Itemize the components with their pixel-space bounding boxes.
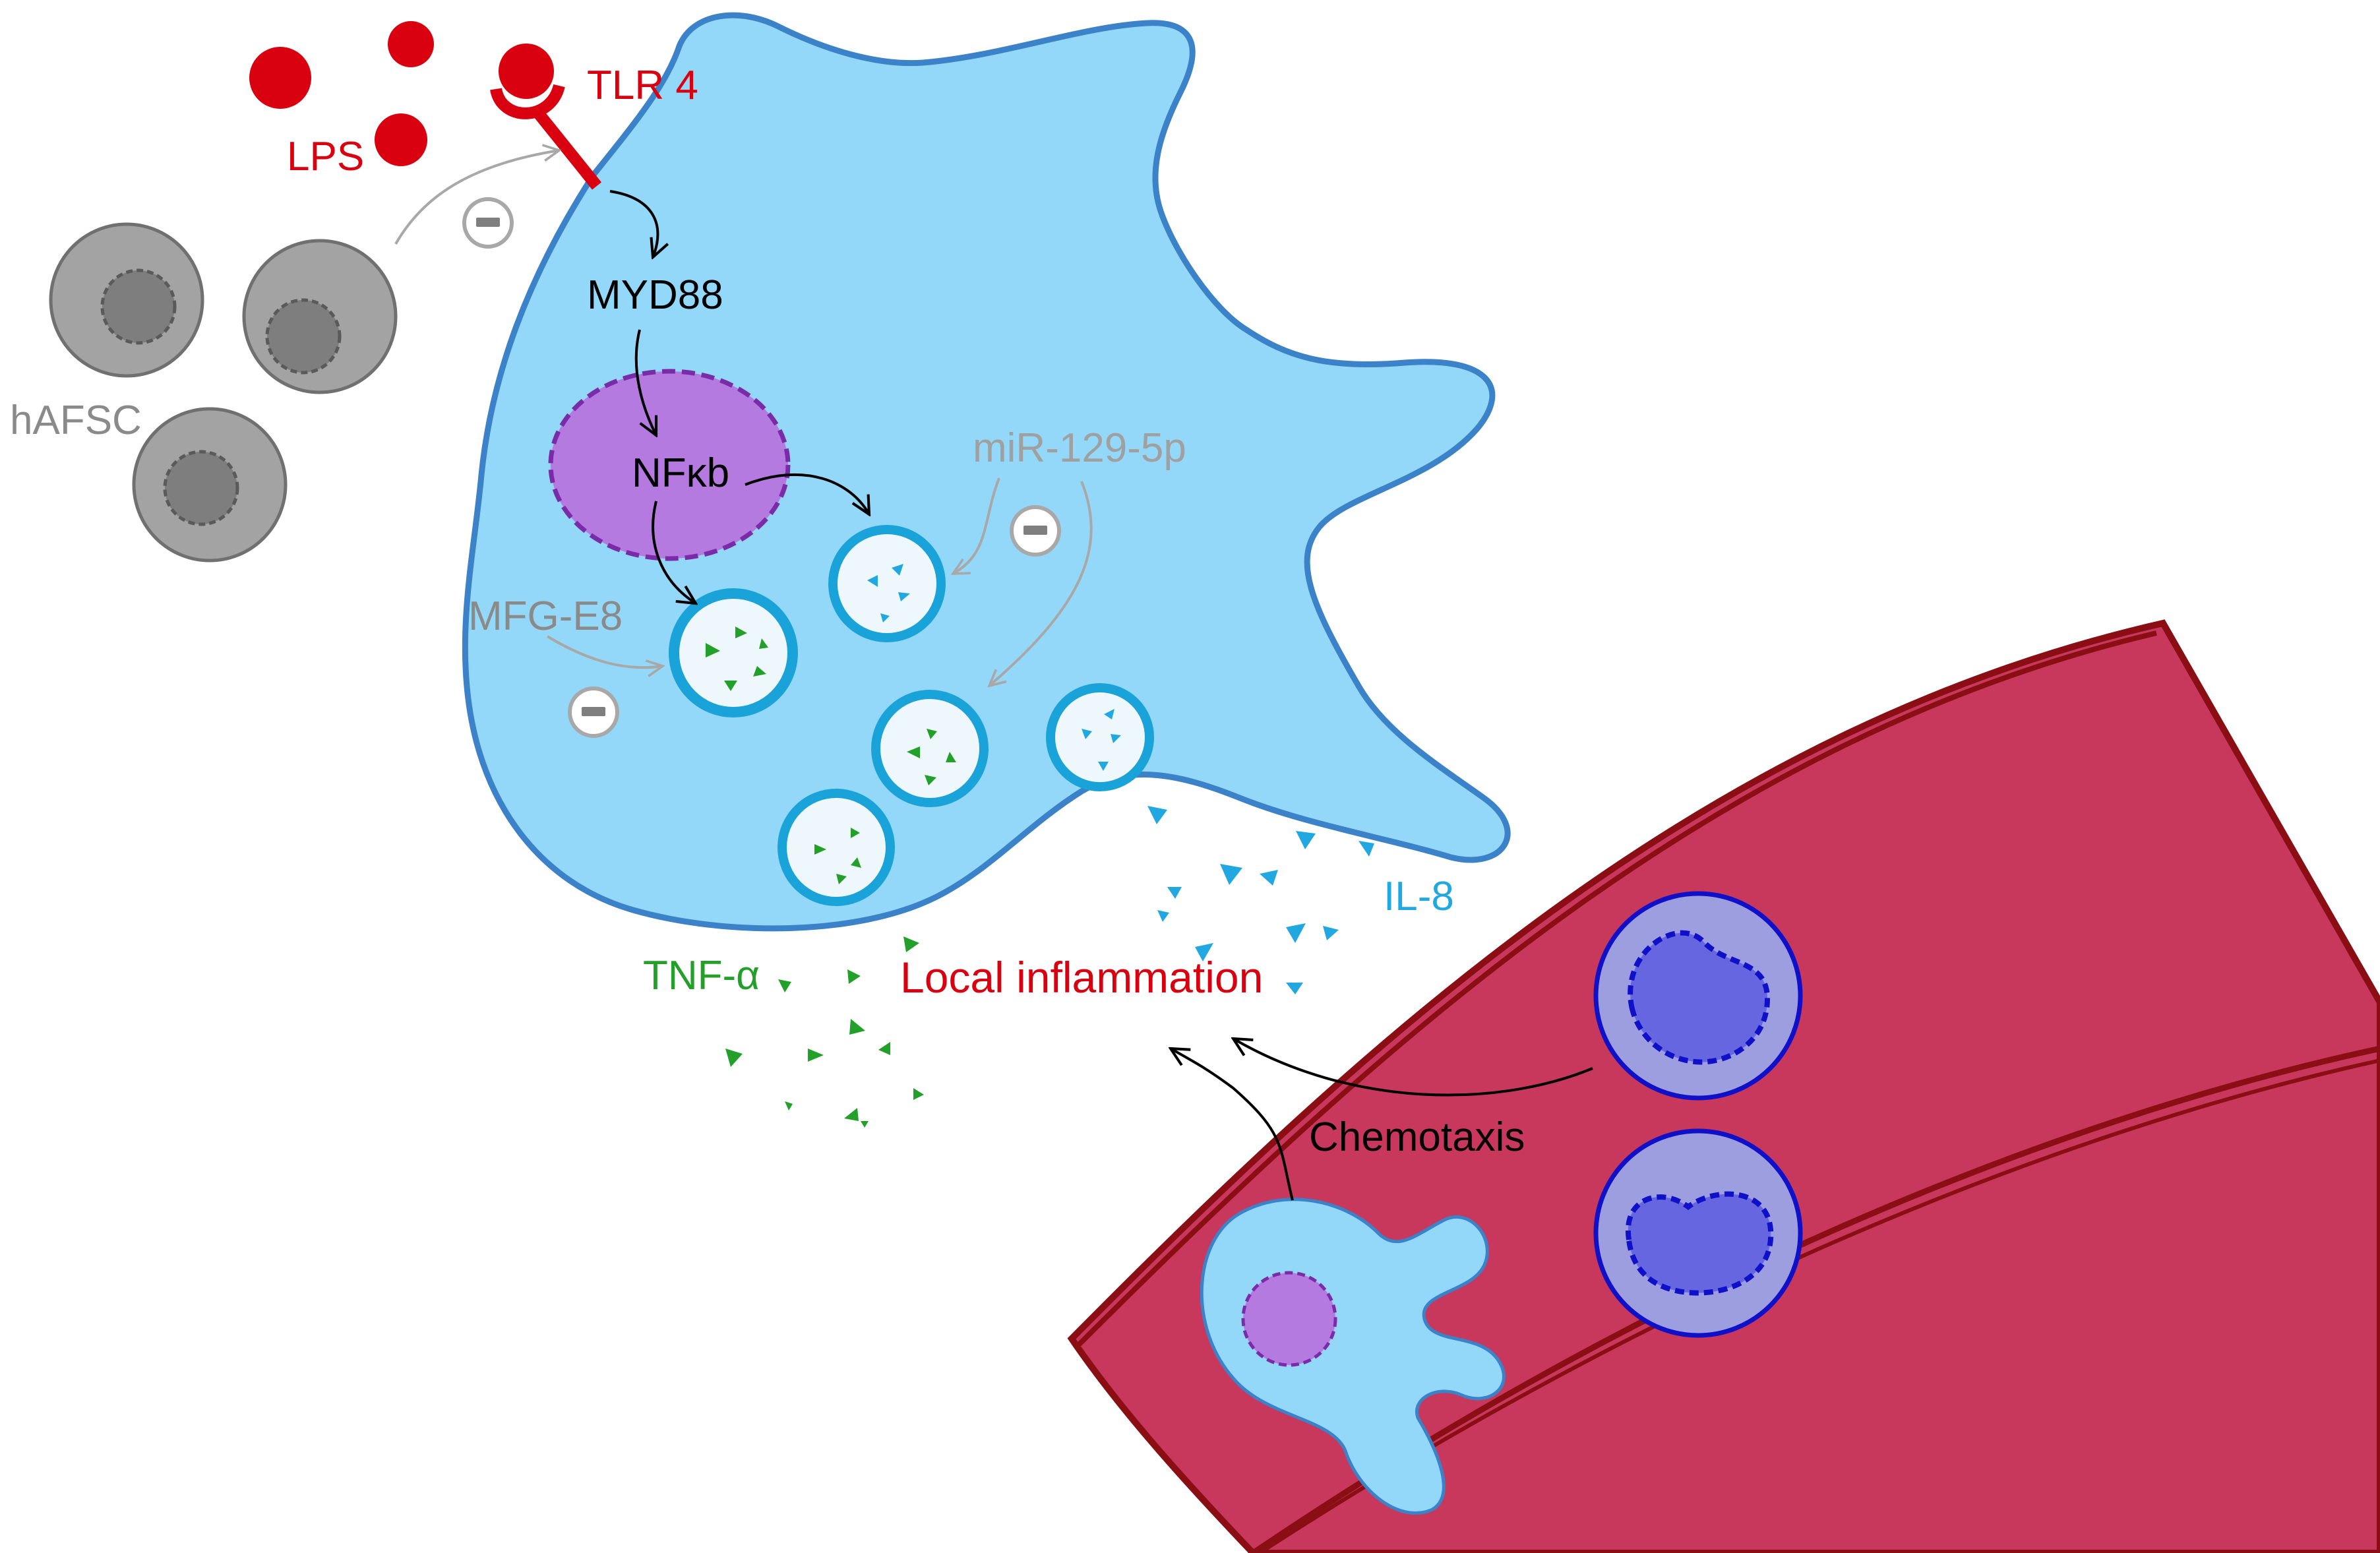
nucleus — [548, 369, 791, 561]
label-nfkb: NFκb — [632, 450, 729, 496]
vesicle-tnf-3 — [778, 789, 895, 906]
label-hafsc: hAFSC — [10, 398, 142, 443]
label-myd88: MYD88 — [587, 272, 723, 318]
arrow-mfg-vesicle-tnf — [546, 635, 663, 667]
inhibit-badge-hafsc — [462, 197, 514, 249]
lps-molecules — [249, 21, 554, 166]
label-tlr4: TLR 4 — [587, 63, 698, 108]
label-il8: IL-8 — [1384, 874, 1454, 919]
vesicle-tnf-1 — [669, 588, 798, 717]
migrating-macrophage — [1200, 1198, 1506, 1515]
label-chemotaxis: Chemotaxis — [1309, 1114, 1525, 1160]
inhibit-badge-mfg — [568, 686, 619, 738]
arrow-nfkb-vesicle-il8 — [745, 473, 869, 514]
arrows-grey — [394, 150, 1093, 686]
arrow-tlr4-myd88 — [609, 190, 657, 257]
lps-dot-2 — [388, 21, 434, 67]
arrow-chemotaxis-neutrophil — [1233, 1039, 1593, 1097]
hafsc-cell-3 — [132, 407, 288, 563]
label-tnf: TNF-α — [643, 953, 760, 998]
hafsc-cell-1 — [49, 222, 204, 378]
vesicle-tnf-2 — [871, 690, 989, 807]
lps-dot-3 — [375, 113, 427, 166]
label-lps: LPS — [287, 134, 364, 179]
label-mfg: MFG-E8 — [468, 594, 623, 639]
arrow-mir-vesicle-il8 — [953, 477, 1000, 574]
tlr4-receptor — [490, 84, 602, 190]
arrow-mir-vesicle-tnf — [989, 481, 1093, 686]
label-local-inflammation: Local inflammation — [900, 953, 1263, 1002]
neutrophil-lower — [1593, 1128, 1803, 1338]
arrow-hafsc-tlr4 — [394, 150, 559, 245]
il8-particles — [1147, 806, 1374, 994]
label-mir: miR-129-5p — [973, 425, 1186, 471]
arrow-nfkb-vesicle-tnf — [652, 501, 696, 603]
arrows-black — [609, 190, 1593, 1201]
hafsc-cell-2 — [242, 239, 398, 394]
arrow-myd88-nfkb — [634, 329, 656, 435]
vesicle-il8-2 — [1046, 683, 1154, 791]
inhibit-badge-mir — [1010, 505, 1061, 557]
hafsc-cells — [49, 222, 398, 563]
vessel-wall-lower — [1251, 1045, 2380, 1553]
vessel-wall-lower-2 — [1258, 1058, 2380, 1553]
lps-dot-1 — [249, 47, 311, 109]
vesicle-il8-1 — [828, 525, 946, 642]
vessel-wall-upper — [1073, 630, 2157, 1351]
neutrophil-upper — [1593, 891, 1803, 1101]
arrow-chemotaxis-macrophage — [1171, 1049, 1294, 1201]
lps-dot-4 — [499, 44, 554, 99]
